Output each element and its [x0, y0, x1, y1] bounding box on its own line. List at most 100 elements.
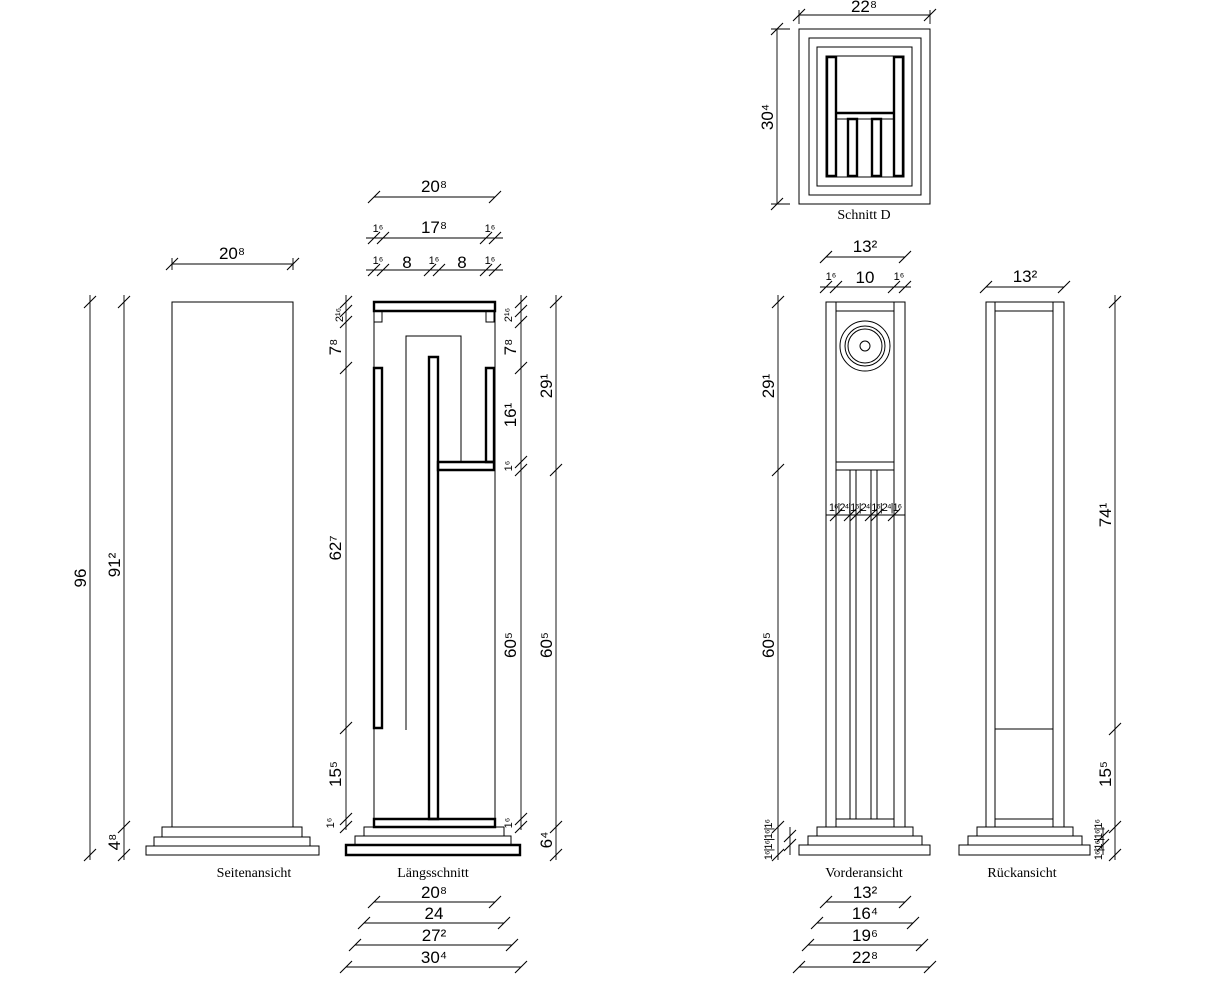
longitudinal-section: 20⁸ 1⁶ 17⁸ 1⁶ 1⁶ 8 1⁶ 8 1⁶: [325, 177, 562, 973]
front-base-steps-label: 1⁶|1⁶|1⁶|1⁶: [763, 819, 775, 860]
side-plinth-2: [154, 837, 310, 846]
ls-plinth-2: [355, 836, 511, 845]
ls-top-width-label: 20⁸: [421, 177, 447, 196]
dim-ls-top-width: 20⁸: [368, 177, 501, 203]
sec-width-label: 22⁸: [851, 0, 877, 16]
dim-sec-height: 30⁴: [758, 23, 790, 210]
sec-rib-1: [848, 119, 857, 176]
ls-bot-4-label: 30⁴: [421, 948, 447, 967]
section-d-title: Schnitt D: [837, 208, 890, 223]
front-view-title: Vorderansicht: [825, 866, 903, 881]
back-lower-label: 15⁵: [1096, 761, 1115, 787]
dim-sec-width: 22⁸: [793, 0, 936, 24]
ls-left-b-label: 7⁸: [326, 339, 345, 356]
side-body-label: 91²: [105, 552, 124, 577]
ls-front-panel: [374, 368, 382, 728]
ls-top-inner-label: 17⁸: [421, 218, 447, 237]
back-body: [986, 302, 1064, 827]
back-width-label: 13²: [1013, 267, 1038, 286]
ls-labyrinth-line: [406, 336, 461, 730]
ls-row2-e-label: 1⁶: [485, 255, 496, 267]
ls-outer-b-label: 60⁵: [537, 632, 556, 658]
ls-row2-a-label: 1⁶: [373, 255, 384, 267]
speaker-driver: [840, 321, 890, 371]
back-plinth-1: [977, 827, 1073, 836]
ls-right-a-label: 2¹⁶: [503, 308, 515, 322]
dim-back-width: 13²: [980, 267, 1070, 293]
ls-right-b-label: 7⁸: [501, 339, 520, 356]
ls-row2-d-label: 8: [457, 253, 466, 272]
ls-outer-a-label: 29¹: [537, 373, 556, 398]
dim-side-total: 96: [71, 295, 96, 861]
dim-side-body: 91² 4⁸: [105, 295, 130, 861]
ls-right-c-label: 16¹: [501, 402, 520, 427]
front-wall-l-label: 1⁶: [826, 271, 837, 283]
front-inner-label: 10: [856, 268, 875, 287]
dim-front-width: 13²: [820, 237, 911, 263]
sec-height-label: 30⁴: [758, 104, 777, 130]
ls-top-board: [374, 302, 495, 311]
ls-top-strip-r: [486, 311, 494, 322]
front-body: [826, 302, 905, 827]
ls-rear-upper: [486, 368, 494, 462]
ls-body: [374, 311, 495, 819]
dim-front-walls: 1⁶ 10 1⁶: [820, 268, 911, 293]
side-total-label: 96: [71, 569, 90, 588]
ls-left-d-label: 15⁵: [326, 761, 345, 787]
ls-plinth-1: [364, 827, 504, 836]
ls-left-e-label: 1⁶: [325, 818, 337, 829]
dim-ls-top-row2: 1⁶ 8 1⁶ 8 1⁶: [366, 253, 503, 276]
side-view: 20⁸ 96 91² 4⁸ Seitenansicht: [71, 244, 319, 881]
back-view-title: Rückansicht: [987, 866, 1056, 881]
front-bot-1-label: 13²: [853, 883, 878, 902]
sec-side-l: [827, 57, 836, 176]
ls-right-f-label: 1⁶: [503, 818, 515, 829]
front-wall-r-label: 1⁶: [894, 271, 905, 283]
dim-ls-top-row1: 1⁶ 17⁸ 1⁶: [366, 218, 503, 244]
speaker-dustcap: [860, 341, 870, 351]
dim-front-slots: 1⁶|2⁴|1⁶|2⁴|1⁶|2⁴|1⁶: [826, 502, 905, 521]
side-body: [172, 302, 293, 827]
sec-cabinet: [826, 56, 904, 177]
ls-top-wall-r-label: 1⁶: [485, 223, 496, 235]
dim-side-width: 20⁸: [166, 244, 299, 270]
front-bot-2-label: 16⁴: [852, 904, 878, 923]
ls-divider: [429, 357, 438, 819]
sec-rib-2: [872, 119, 881, 176]
ls-chamber-shelf: [438, 462, 494, 470]
dim-ls-right: 2¹⁶ 7⁸ 16¹ 1⁶ 60⁵ 1⁶: [501, 295, 527, 833]
ls-left-a-label: 2¹⁶: [334, 308, 346, 322]
ls-top-wall-l-label: 1⁶: [373, 223, 384, 235]
sec-outer: [799, 29, 930, 204]
side-width-label: 20⁸: [219, 244, 245, 263]
side-plinth-3: [146, 846, 319, 855]
sec-side-r: [894, 57, 903, 176]
front-bot-4-label: 22⁸: [852, 948, 878, 967]
front-slots-label: 1⁶|2⁴|1⁶|2⁴|1⁶|2⁴|1⁶: [829, 502, 902, 514]
front-view: 13² 1⁶ 10 1⁶ 1⁶|2⁴|1⁶|2⁴|1⁶|2⁴|1⁶: [759, 237, 936, 973]
ls-bot-3-label: 27²: [422, 926, 447, 945]
longitudinal-section-title: Längsschnitt: [397, 866, 469, 881]
dim-front-bottom: 13² 16⁴ 19⁶ 22⁸: [793, 883, 936, 973]
side-base-label: 4⁸: [105, 834, 124, 851]
front-plinth-3: [799, 845, 930, 855]
ls-left-c-label: 62⁷: [326, 535, 345, 560]
dim-front-left: 29¹ 60⁵ 1⁶|1⁶|1⁶|1⁶: [759, 295, 796, 861]
ls-top-strip-l: [374, 311, 382, 322]
dim-ls-bottom: 20⁸ 24 27² 30⁴: [340, 883, 527, 973]
front-plinth-2: [808, 836, 922, 845]
ls-right-d-label: 1⁶: [503, 461, 515, 472]
speaker-surround: [845, 326, 885, 366]
back-plinth-2: [968, 836, 1082, 845]
sec-step-2: [817, 47, 912, 186]
dim-back-right: 74¹ 15⁵ 1⁶|1⁶|1⁶|1⁶: [1093, 295, 1121, 861]
ls-bot-1-label: 20⁸: [421, 883, 447, 902]
front-width-label: 13²: [853, 237, 878, 256]
ls-row2-c-label: 1⁶: [429, 255, 440, 267]
side-plinth-1: [162, 827, 302, 837]
front-lower-label: 60⁵: [759, 632, 778, 658]
front-upper-label: 29¹: [759, 373, 778, 398]
speaker-cone: [848, 329, 882, 363]
ls-bottom-board: [374, 819, 495, 827]
